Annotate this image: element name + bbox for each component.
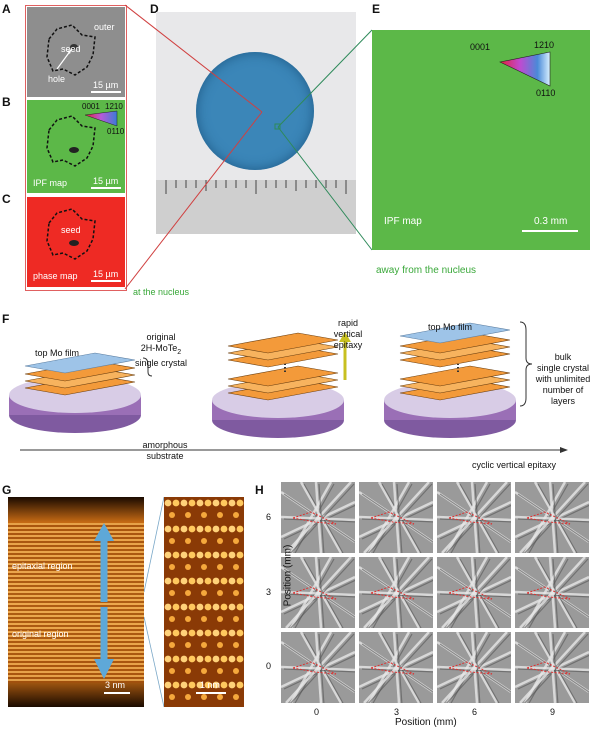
kikuchi-pattern	[515, 482, 589, 553]
ipf-0110-e: 0110	[536, 88, 556, 98]
label-cyclic-vertical-epitaxy: cyclic vertical epitaxy	[472, 460, 557, 470]
scale-text-e: 0.3 mm	[534, 216, 568, 227]
kikuchi-pattern	[437, 557, 511, 628]
panel-e-image: 0001 1210 0110 IPF map 0.3 mm	[372, 30, 590, 250]
wafer	[196, 52, 314, 170]
label-top-mo-film: top Mo film	[34, 348, 79, 358]
ipf-0001-e: 0001	[470, 42, 491, 52]
kikuchi-pattern	[437, 632, 511, 703]
ipf-map-label-b: IPF map	[33, 178, 68, 188]
scale-text-g1: 3 nm	[105, 680, 126, 690]
label-original: original 2H-MoTe2 single crystal	[134, 332, 188, 368]
panel-h-kikuchi-grid	[281, 482, 591, 704]
label-seed-c: seed	[61, 225, 81, 235]
kikuchi-pattern	[359, 557, 433, 628]
ipf-map-label-e: IPF map	[384, 216, 422, 227]
ipf-triangle-b	[84, 110, 118, 127]
panel-label-f: F	[2, 312, 10, 326]
label-original-region: original region	[12, 629, 69, 639]
ipf-0110-b: 0110	[107, 127, 125, 136]
h-xtick-3: 3	[394, 707, 400, 717]
ipf-1210-b: 1210	[105, 102, 123, 111]
kikuchi-pattern	[281, 632, 355, 703]
scale-bar-b	[91, 187, 121, 189]
phase-map-label: phase map	[33, 271, 78, 281]
at-nucleus-caption: at the nucleus	[133, 287, 190, 297]
ruler	[156, 180, 356, 234]
away-nucleus-caption: away from the nucleus	[376, 265, 477, 276]
scale-bar-c	[91, 280, 121, 282]
panel-f-schematic	[9, 321, 568, 453]
zoom-lines	[144, 497, 165, 707]
ipf-1210-e: 1210	[534, 40, 555, 50]
panel-a-image: outer seed hole 15 µm	[27, 7, 125, 97]
label-top-mo-film-2: top Mo film	[427, 322, 472, 332]
ruler-ticks	[165, 180, 347, 194]
label-outer: outer	[94, 22, 115, 32]
stack-1	[24, 352, 136, 396]
kikuchi-pattern	[281, 557, 355, 628]
kikuchi-pattern	[515, 632, 589, 703]
panel-label-h: H	[255, 483, 264, 497]
kikuchi-pattern	[359, 632, 433, 703]
ipf-0001-b: 0001	[82, 102, 100, 111]
lattice-fringes	[8, 523, 144, 683]
panel-g-stem-large: epitaxial region original region 3 nm	[8, 497, 144, 707]
panel-c-image: seed phase map 15 µm	[27, 197, 125, 287]
scale-text-b: 15 µm	[93, 176, 119, 186]
panel-g-stem-zoom: 1 nm	[164, 497, 244, 707]
h-xtick-9: 9	[550, 707, 556, 717]
kikuchi-pattern	[359, 482, 433, 553]
scale-text-g2: 1 nm	[200, 680, 221, 690]
label-epitaxial-region: epitaxial region	[12, 561, 73, 571]
scale-bar-a	[91, 91, 121, 93]
h-ytick-6: 6	[266, 512, 272, 522]
kikuchi-pattern	[281, 482, 355, 553]
h-xtick-0: 0	[314, 707, 320, 717]
panel-label-c: C	[2, 192, 11, 206]
seed-outline-b	[46, 110, 118, 167]
panel-label-b: B	[2, 95, 11, 109]
label-hole: hole	[48, 74, 66, 84]
panel-b-image: 0001 1210 0110 IPF map 15 µm	[27, 100, 125, 193]
seed-outline	[46, 24, 96, 76]
panel-label-e: E	[372, 2, 381, 16]
stack-3	[399, 322, 511, 401]
scale-text-c: 15 µm	[93, 269, 119, 279]
nucleus-frame	[25, 5, 127, 291]
h-ytick-0: 0	[266, 661, 272, 671]
panel-label-g: G	[2, 483, 12, 497]
scale-bar-e	[522, 230, 578, 232]
atom-columns	[164, 497, 244, 707]
seed-outline-c	[46, 208, 96, 260]
h-xtick-6: 6	[472, 707, 478, 717]
scale-bar-g2	[196, 692, 226, 694]
scale-text-a: 15 µm	[93, 80, 119, 90]
scale-bar-g1	[104, 692, 130, 694]
panel-d-photo	[156, 12, 356, 234]
ipf-legend-e	[499, 51, 551, 87]
stack-2	[227, 332, 339, 401]
kikuchi-pattern	[437, 482, 511, 553]
region-arrows	[94, 523, 114, 679]
label-seed: seed	[61, 44, 81, 54]
h-ylabel: Position (mm)	[282, 544, 294, 607]
h-xlabel: Position (mm)	[395, 717, 457, 728]
kikuchi-pattern	[515, 557, 589, 628]
h-ytick-3: 3	[266, 587, 272, 597]
panel-label-a: A	[2, 2, 11, 16]
